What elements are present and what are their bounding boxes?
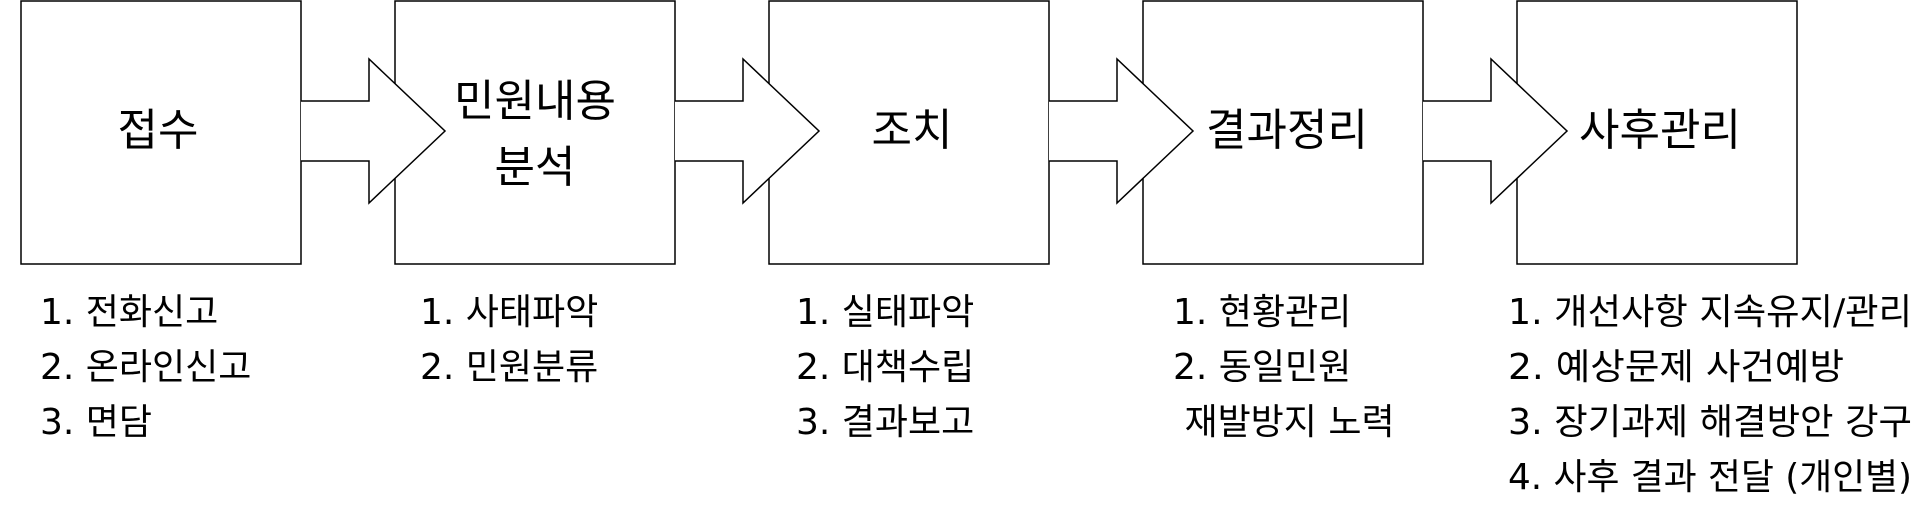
detail-followup-2: 2. 예상문제 사건예방 xyxy=(1508,347,1844,388)
detail-analysis-2: 2. 민원분류 xyxy=(420,347,598,388)
detail-intake-1: 1. 전화신고 xyxy=(40,292,218,333)
detail-action-1: 1. 실태파악 xyxy=(796,292,974,333)
arrow-2-icon xyxy=(675,57,821,205)
detail-action-3: 3. 결과보고 xyxy=(796,402,974,443)
detail-intake-3: 3. 면담 xyxy=(40,402,152,443)
detail-followup-4: 4. 사후 결과 전달 (개인별) xyxy=(1508,457,1912,498)
detail-result-3: 재발방지 노력 xyxy=(1173,402,1395,443)
detail-followup-3: 3. 장기과제 해결방안 강구 xyxy=(1508,402,1912,443)
step-title-followup: 사후관리 xyxy=(1579,105,1741,156)
step-title-action: 조치 xyxy=(872,105,953,156)
arrow-3-icon xyxy=(1049,57,1195,205)
step-title-analysis-line-2: 분석 xyxy=(495,142,576,193)
step-title-analysis-line-1: 민원내용 xyxy=(454,76,616,127)
detail-result-1: 1. 현황관리 xyxy=(1173,292,1351,333)
detail-action-2: 2. 대책수립 xyxy=(796,347,974,388)
detail-analysis-1: 1. 사태파악 xyxy=(420,292,598,333)
arrow-1-icon xyxy=(301,57,447,205)
detail-intake-2: 2. 온라인신고 xyxy=(40,347,251,388)
step-title-result: 결과정리 xyxy=(1206,105,1368,156)
detail-result-2: 2. 동일민원 xyxy=(1173,347,1351,388)
step-title-intake: 접수 xyxy=(118,105,199,156)
arrow-4-icon xyxy=(1423,57,1569,205)
detail-followup-1: 1. 개선사항 지속유지/관리 xyxy=(1508,292,1912,333)
